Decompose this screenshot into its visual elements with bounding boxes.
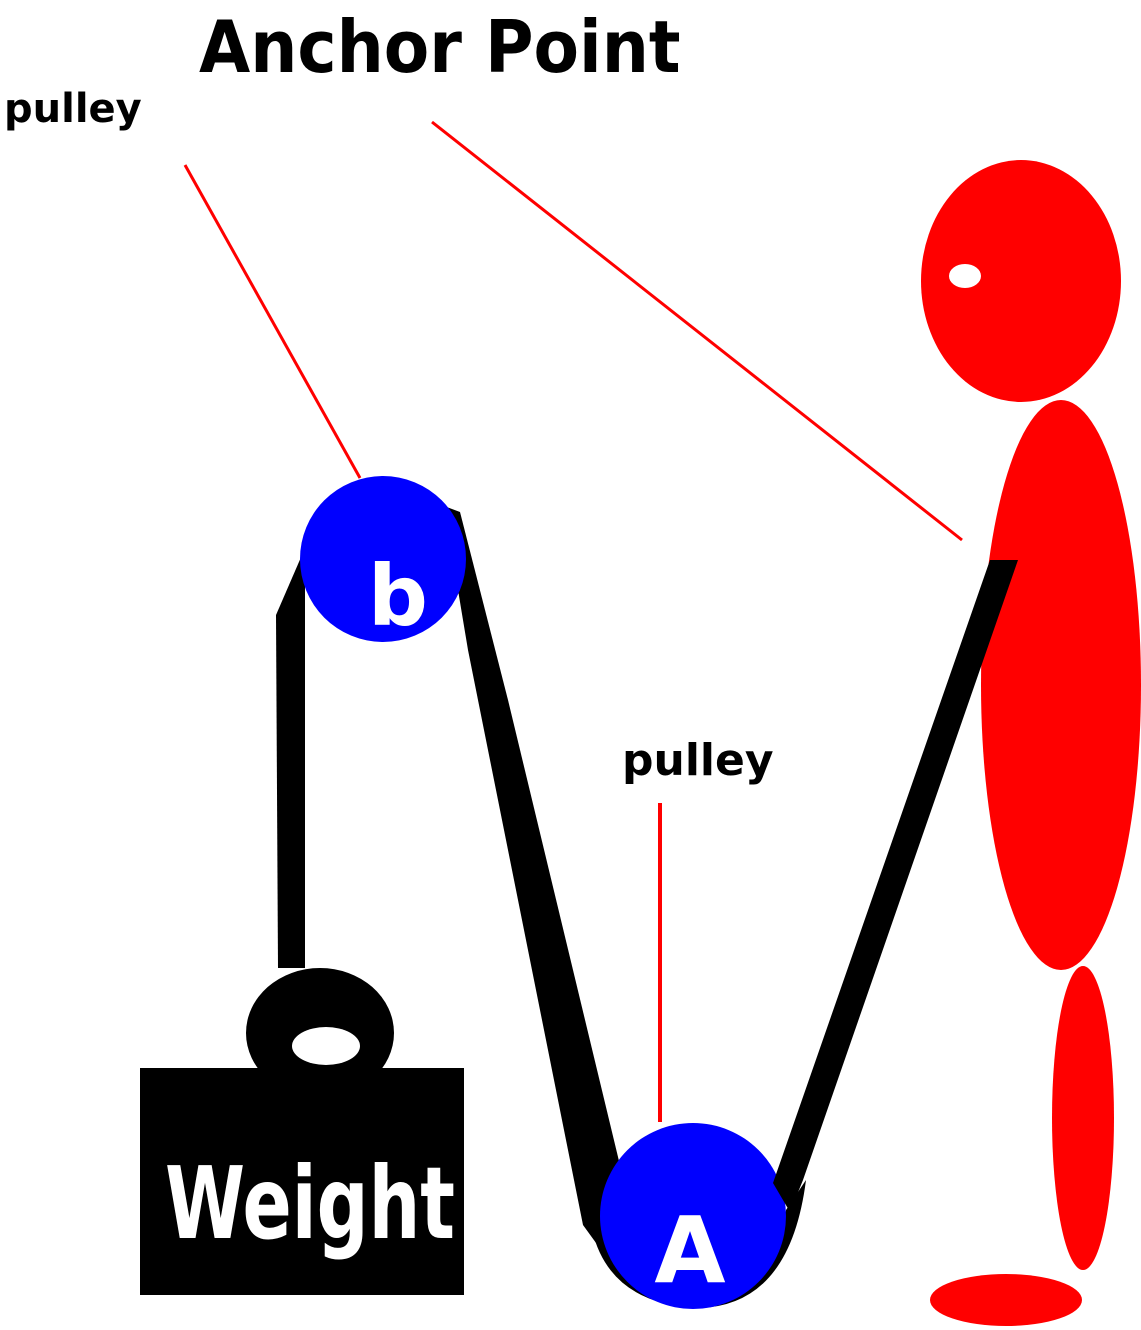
person-eye: [949, 264, 981, 288]
person-body: [981, 400, 1141, 970]
pulley-a: [600, 1123, 786, 1309]
pointer-line-anchor-point: [431, 120, 963, 542]
person-head: [921, 160, 1121, 402]
person-foot: [930, 1274, 1082, 1326]
rope-pulley-b-to-pulley-a: [444, 506, 638, 1265]
weight-handle-hole: [292, 1027, 360, 1065]
pulley-label-bottom: pulley: [622, 735, 774, 786]
weight: Weight: [140, 968, 464, 1295]
pulley-b-label: b: [368, 547, 428, 645]
weight-block: [140, 1068, 464, 1295]
rope-pulley-a-to-person: [773, 560, 1018, 1212]
pulley-label-top: pulley: [4, 86, 142, 132]
weight-label: Weight: [165, 1145, 455, 1262]
pulley-b: [300, 476, 466, 642]
pulley-a-label: A: [654, 1197, 725, 1304]
rope-weight-to-pulley-b: [276, 548, 305, 968]
person-figure: [921, 160, 1141, 1326]
anchor-point-label: Anchor Point: [199, 6, 681, 89]
pointer-line-pulley-b: [183, 164, 362, 479]
person-leg: [1052, 966, 1114, 1270]
